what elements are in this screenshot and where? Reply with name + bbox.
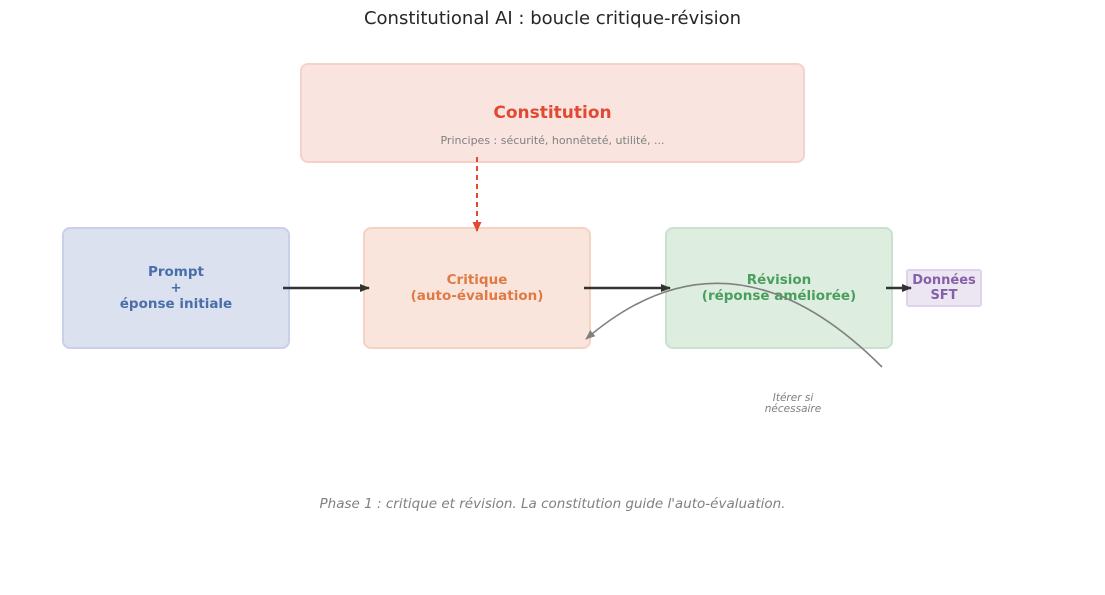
revision-box: Révision (réponse améliorée) xyxy=(665,227,893,349)
constitution-principles: Principes : sécurité, honnêteté, utilité… xyxy=(440,134,665,147)
constitution-label: Constitution xyxy=(493,103,612,123)
diagram-title: Constitutional AI : boucle critique-révi… xyxy=(363,8,742,29)
iterate-note: Itérer si nécessaire xyxy=(743,393,843,415)
constitution-box: Constitution Principes : sécurité, honnê… xyxy=(300,63,805,163)
diagram-caption: Phase 1 : critique et révision. La const… xyxy=(319,496,786,512)
revision-label: Révision xyxy=(746,272,812,288)
critique-label: Critique xyxy=(446,272,508,288)
sft-data-box: Données SFT xyxy=(906,269,982,307)
prompt-box: Prompt + éponse initiale xyxy=(62,227,290,349)
iterate-note-line2: nécessaire xyxy=(764,403,822,415)
iterate-note-line1: Itérer si xyxy=(772,392,814,404)
iterate-loop-arrow xyxy=(585,282,883,368)
sft-label-line2: SFT xyxy=(930,288,958,303)
prompt-label: Prompt xyxy=(147,264,204,280)
sft-label-line1: Données xyxy=(912,273,976,288)
critique-box: Critique (auto-évaluation) xyxy=(363,227,591,349)
critique-sublabel: (auto-évaluation) xyxy=(410,288,544,304)
prompt-initial-response: éponse initiale xyxy=(119,296,233,312)
prompt-plus: + xyxy=(170,280,182,296)
